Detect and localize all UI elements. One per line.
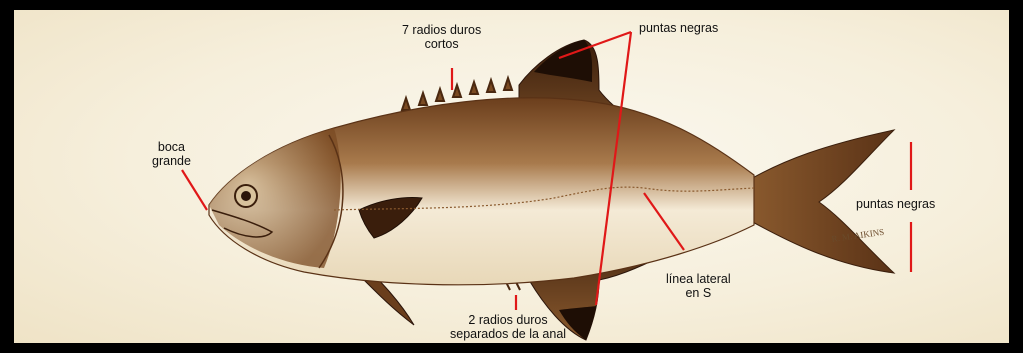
label-radios-duros-cortos: 7 radios duros cortos xyxy=(402,23,481,51)
label-boca-grande: boca grande xyxy=(152,140,191,168)
label-puntas-negras-top: puntas negras xyxy=(639,21,718,35)
label-radios-anal: 2 radios duros separados de la anal xyxy=(450,313,566,341)
label-linea-lateral: línea lateral en S xyxy=(666,272,731,300)
fish-illustration: R. M. AIKINS xyxy=(14,10,1009,343)
fish-head xyxy=(209,128,341,268)
label-puntas-negras-tail: puntas negras xyxy=(856,197,935,211)
illustration-panel: R. M. AIKINS boca grande 7 radios duros … xyxy=(14,10,1009,343)
